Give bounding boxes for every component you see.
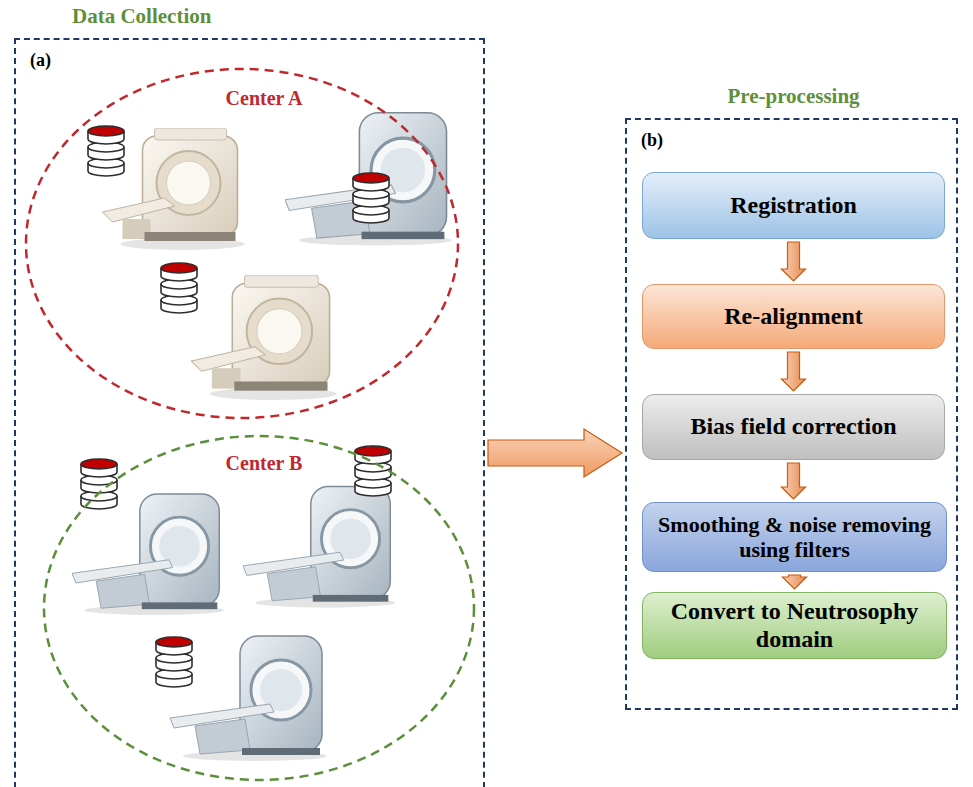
- ellipse-outline: [44, 436, 474, 780]
- step-arrow: [782, 242, 806, 281]
- group-box: Center ACenter BData Collection(a): [14, 38, 485, 787]
- step-label: Smoothing & noise removing using filters: [643, 512, 946, 563]
- center-label: Center A: [226, 87, 303, 110]
- step-label: Registration: [720, 192, 867, 220]
- ct-scanner: [170, 636, 327, 761]
- database-icon: [161, 263, 197, 313]
- mri-scanner: [191, 275, 336, 400]
- database-icon: [355, 446, 391, 496]
- ellipse-outline: [42, 434, 476, 782]
- process-box: Smoothing & noise removing using filters: [642, 502, 947, 572]
- ellipse-outline: [26, 69, 458, 418]
- section-title: Data Collection: [72, 4, 211, 29]
- step-label: Convert to Neutrosophy domain: [643, 598, 946, 653]
- ct-scanner: [243, 486, 395, 607]
- process-box: Registration: [642, 172, 945, 239]
- panel-label: (b): [641, 130, 663, 151]
- database-icon: [88, 126, 124, 176]
- flow-arrow: [488, 429, 622, 477]
- database-icon: [156, 637, 192, 687]
- panel-label: (a): [30, 50, 51, 71]
- step-arrow: [782, 463, 806, 499]
- step-label: Re-alignment: [714, 303, 873, 331]
- process-box: Re-alignment: [642, 284, 945, 349]
- group-box: RegistrationRe-alignmentBias field corre…: [625, 118, 958, 710]
- section-title: Pre-processing: [727, 84, 859, 109]
- step-arrow: [783, 575, 807, 589]
- ct-scanner: [285, 113, 452, 246]
- step-label: Bias field correction: [680, 413, 906, 441]
- ct-scanner: [72, 494, 224, 615]
- step-arrow: [782, 352, 806, 391]
- ellipse-outline: [24, 67, 460, 420]
- process-box: Convert to Neutrosophy domain: [642, 592, 947, 659]
- center-ellipse: Center B: [42, 434, 476, 782]
- center-label: Center B: [226, 452, 303, 475]
- process-box: Bias field correction: [642, 394, 945, 460]
- database-icon: [353, 173, 389, 223]
- center-ellipse: Center A: [24, 67, 460, 420]
